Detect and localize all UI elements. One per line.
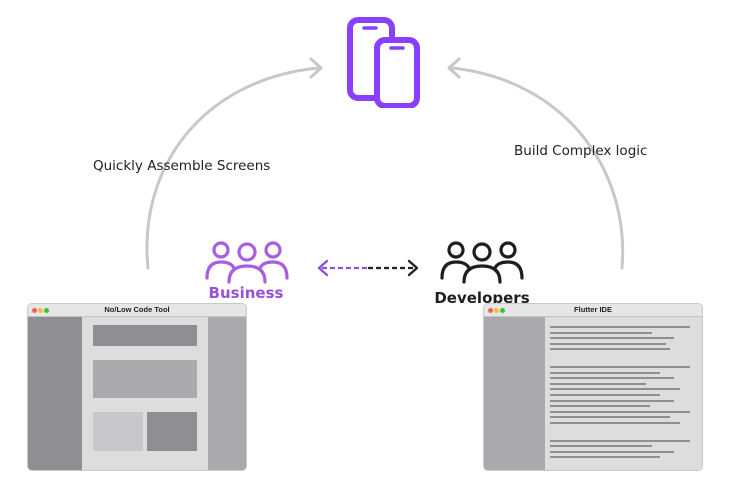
code-line xyxy=(550,377,674,380)
code-line xyxy=(550,348,670,351)
arrowhead-right xyxy=(407,259,419,277)
code-line xyxy=(550,422,680,424)
business-label: Business xyxy=(208,284,284,302)
code-line xyxy=(550,331,652,334)
right-arc xyxy=(450,66,625,270)
nocode-block-content xyxy=(93,360,197,398)
developers-label: Developers xyxy=(434,289,530,307)
code-line xyxy=(550,394,660,396)
ide-titlebar: Flutter IDE xyxy=(484,304,702,317)
right-flow-label: Build Complex logic xyxy=(514,143,648,159)
flutter-ide-window: Flutter IDE xyxy=(484,304,702,470)
developers-people-icon xyxy=(440,241,524,284)
nocode-left-sidebar xyxy=(28,317,82,470)
code-line xyxy=(550,371,660,374)
code-line xyxy=(550,405,650,408)
nocode-titlebar: No/Low Code Tool xyxy=(28,304,246,317)
right-arc-arrowhead xyxy=(447,57,461,79)
arrowhead-left xyxy=(317,259,329,277)
business-people-icon xyxy=(205,241,289,284)
nocode-block-card-right xyxy=(147,412,197,451)
minimize-dot-icon xyxy=(38,307,43,313)
nocode-block-card-left xyxy=(93,412,143,451)
maximize-dot-icon xyxy=(44,307,49,313)
code-line xyxy=(550,439,690,442)
nocode-block-header xyxy=(93,325,197,346)
code-line xyxy=(550,456,660,459)
maximize-dot-icon xyxy=(500,307,505,313)
code-line xyxy=(550,326,690,328)
code-line xyxy=(550,410,690,413)
close-dot-icon xyxy=(488,307,493,313)
code-line xyxy=(550,337,674,340)
close-dot-icon xyxy=(32,307,37,313)
nocode-window-title: No/Low Code Tool xyxy=(104,305,170,314)
nocode-right-sidebar xyxy=(208,317,246,470)
code-line xyxy=(550,366,690,368)
left-arc xyxy=(145,66,320,270)
left-arc-arrowhead xyxy=(309,57,323,79)
code-line xyxy=(550,388,680,391)
mobile-devices-icon xyxy=(347,17,420,108)
code-line xyxy=(550,342,666,345)
left-flow-label: Quickly Assemble Screens xyxy=(93,158,271,174)
code-line xyxy=(550,445,652,448)
code-line xyxy=(550,382,646,385)
code-line xyxy=(550,399,674,402)
ide-editor xyxy=(545,317,702,470)
ide-file-explorer xyxy=(484,317,545,470)
minimize-dot-icon xyxy=(494,307,499,313)
nocode-tool-window: No/Low Code Tool xyxy=(28,304,246,470)
code-line xyxy=(550,450,674,453)
ide-window-title: Flutter IDE xyxy=(574,305,612,314)
code-line xyxy=(550,416,670,419)
